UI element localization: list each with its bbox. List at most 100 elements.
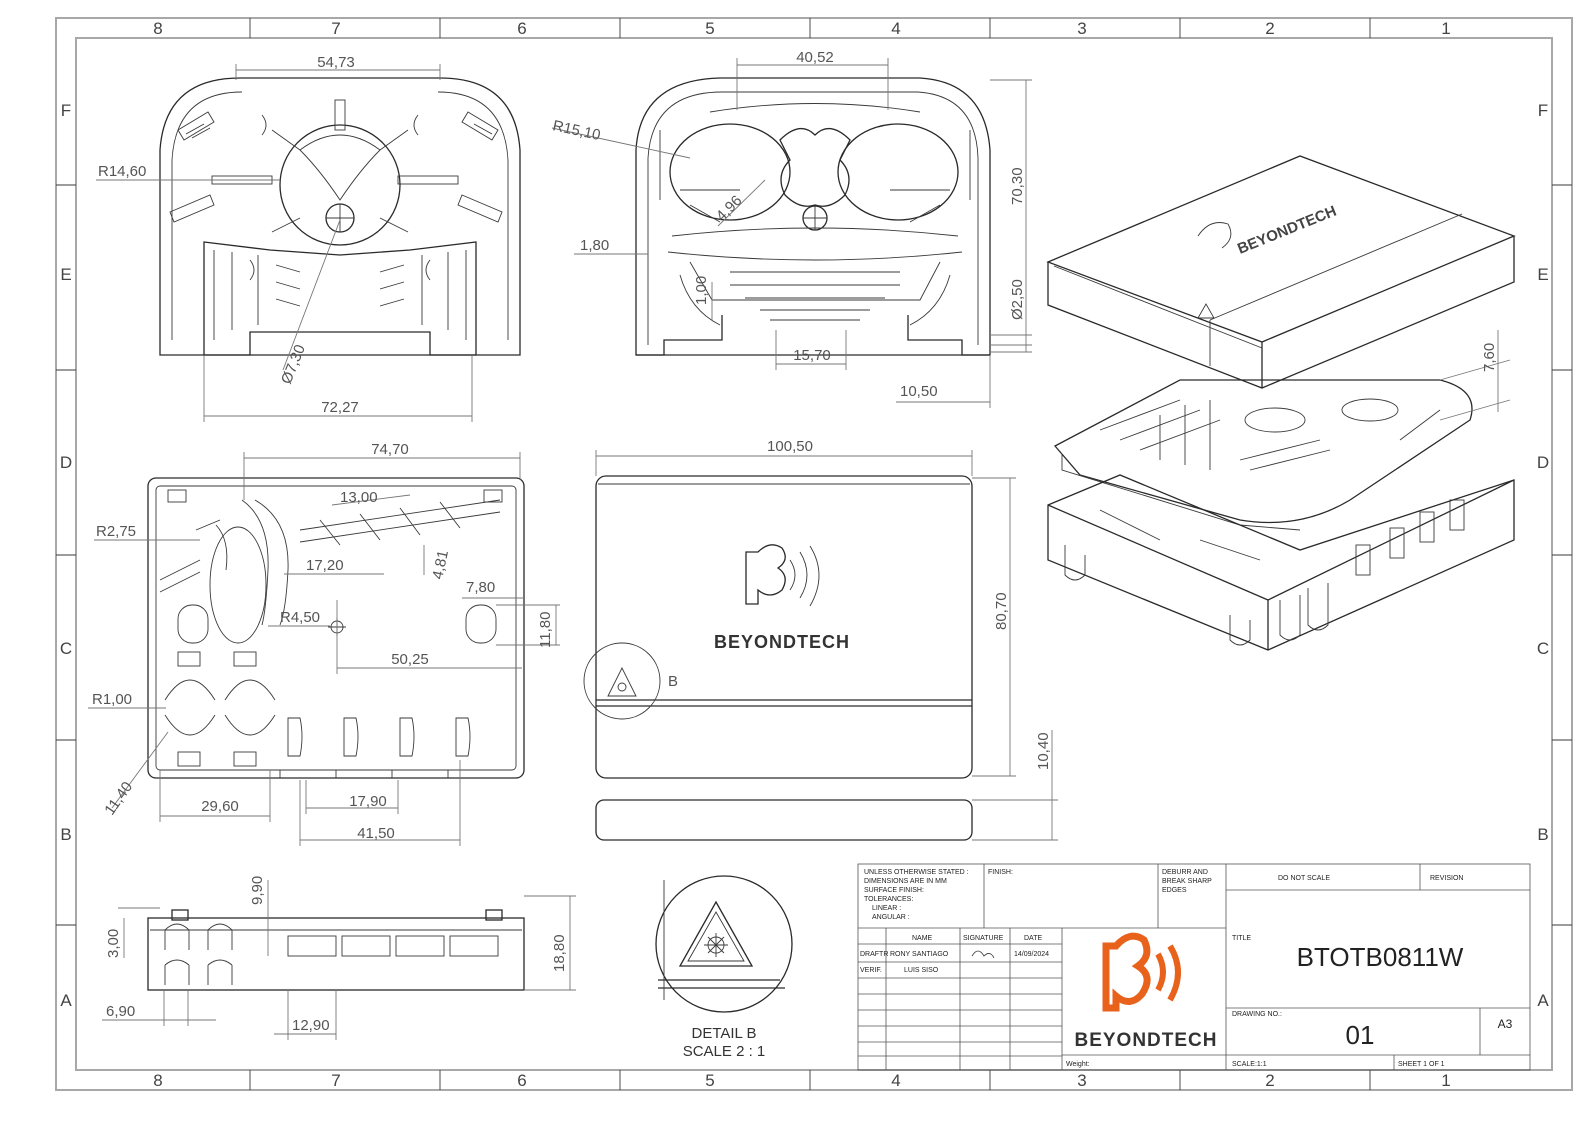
tb-deburr-2: BREAK SHARP (1162, 878, 1212, 885)
dim-bottom-center: 50,25 (391, 651, 429, 668)
dim-bottom-rib: 4,81 (429, 549, 452, 581)
dim-front-width-upper: 40,52 (796, 49, 834, 66)
tb-note-5: LINEAR : (872, 905, 901, 912)
tb-verif-label: VERIF. (860, 967, 882, 974)
tb-drawing-no-label: DRAWING NO.: (1232, 1011, 1282, 1018)
dim-cover-width: 100,50 (767, 438, 813, 455)
dim-bottom-width: 74,70 (371, 441, 409, 458)
tb-note-4: TOLERANCES: (864, 896, 913, 903)
beyondtech-logo: BEYONDTECH (1074, 932, 1217, 1051)
dim-bottom-radius-b: R4,50 (280, 609, 320, 626)
iso-brand-label: BEYONDTECH (1235, 203, 1339, 258)
dim-front-hole: Ø2,50 (1009, 279, 1026, 320)
zone-row-B-right: B (1537, 825, 1548, 844)
zone-row-D: D (60, 453, 72, 472)
zone-row-F: F (61, 101, 71, 120)
tb-note-2: DIMENSIONS ARE IN MM (864, 878, 947, 885)
zone-row-A: A (60, 991, 72, 1010)
detail-label-b: B (668, 673, 678, 690)
dim-top-radius: R14,60 (98, 163, 146, 180)
tb-note-1: UNLESS OTHERWISE STATED : (864, 869, 969, 876)
zone-col-8: 8 (153, 19, 162, 38)
dim-cover-height: 80,70 (993, 592, 1010, 630)
zone-col-4: 4 (891, 19, 900, 38)
zone-col-2-bottom: 2 (1265, 1071, 1274, 1090)
zone-col-6-bottom: 6 (517, 1071, 526, 1090)
zone-col-5-bottom: 5 (705, 1071, 714, 1090)
tb-sheet: SHEET 1 OF 1 (1398, 1061, 1445, 1068)
tb-drafter-label: DRAFTR (860, 951, 888, 958)
inner-frame (75, 37, 1553, 1071)
zone-col-7-bottom: 7 (331, 1071, 340, 1090)
dim-bottom-port-span: 41,50 (357, 825, 395, 842)
tb-date: 14/09/2024 (1014, 951, 1049, 958)
zone-col-3-bottom: 3 (1077, 1071, 1086, 1090)
tb-deburr-3: EDGES (1162, 887, 1187, 894)
tb-do-not-scale: DO NOT SCALE (1278, 875, 1330, 882)
dim-front-rib: 1,00 (693, 276, 710, 305)
detail-b-view: DETAIL B SCALE 2 : 1 (655, 875, 793, 1060)
zone-col-7: 7 (331, 19, 340, 38)
dim-bottom-radius-c: R1,00 (92, 691, 132, 708)
zone-row-A-right: A (1537, 991, 1549, 1010)
title-block: UNLESS OTHERWISE STATED : DIMENSIONS ARE… (857, 863, 1531, 1071)
tb-title-label: TITLE (1232, 935, 1251, 942)
tb-signature (971, 950, 995, 959)
dim-bottom-slot: 7,80 (466, 579, 495, 596)
dim-front-slot: 15,70 (793, 347, 831, 364)
tb-verif-name: LUIS SISO (904, 967, 939, 974)
zone-row-E-right: E (1537, 265, 1548, 284)
tb-brand-label: BEYONDTECH (1074, 1030, 1217, 1051)
bottom-view: 74,70 R2,75 13,00 4,81 17,20 7,80 11,80 … (88, 441, 560, 846)
dim-bottom-radius-a: R2,75 (96, 523, 136, 540)
zone-row-C-right: C (1537, 639, 1549, 658)
top-view: 54,73 R14,60 Ø7,30 72,27 (96, 54, 521, 422)
tb-finish: FINISH: (988, 869, 1013, 876)
front-view: 40,52 R15,10 4,96 1,80 1,00 15,70 70,30 … (551, 49, 1032, 408)
dim-bottom-spacing: 17,20 (306, 557, 344, 574)
zone-col-2: 2 (1265, 19, 1274, 38)
dim-top-width-lower: 72,27 (321, 399, 359, 416)
dim-side-offset: 6,90 (106, 1003, 135, 1020)
dim-top-width-upper: 54,73 (317, 54, 355, 71)
zone-col-6: 6 (517, 19, 526, 38)
zone-col-3: 3 (1077, 19, 1086, 38)
tb-col-signature: SIGNATURE (963, 935, 1004, 942)
tb-col-name: NAME (912, 935, 933, 942)
zone-col-8-bottom: 8 (153, 1071, 162, 1090)
tb-scale: SCALE:1:1 (1232, 1061, 1267, 1068)
dim-bottom-clip: 29,60 (201, 798, 239, 815)
dim-cover-lip: 10,40 (1035, 732, 1052, 770)
detail-scale: SCALE 2 : 1 (683, 1043, 766, 1060)
cover-view: BEYONDTECH B 100,50 80,70 10,40 (583, 438, 1058, 841)
zone-row-C: C (60, 639, 72, 658)
dim-front-radius: R15,10 (551, 117, 602, 144)
dim-iso-gap: 7,60 (1481, 343, 1498, 372)
zone-row-F-right: F (1538, 101, 1548, 120)
dim-top-diameter: Ø7,30 (278, 342, 309, 386)
iso-view: BEYONDTECH 7,60 (1046, 155, 1516, 651)
dim-bottom-pitch: 13,00 (340, 489, 378, 506)
tb-note-3: SURFACE FINISH: (864, 887, 924, 894)
tb-drawing-no: 01 (1346, 1020, 1375, 1050)
zone-row-E: E (60, 265, 71, 284)
tb-title: BTOTB0811W (1297, 942, 1464, 972)
dim-side-total: 18,80 (551, 934, 568, 972)
zone-row-B: B (60, 825, 71, 844)
dim-front-wall: 1,80 (580, 237, 609, 254)
side-view: 9,90 3,00 18,80 6,90 12,90 (102, 876, 576, 1040)
dim-side-port: 12,90 (292, 1017, 330, 1034)
tb-deburr-1: DEBURR AND (1162, 869, 1208, 876)
tb-note-6: ANGULAR : (872, 914, 910, 921)
tb-sheet-size: A3 (1498, 1017, 1513, 1031)
dim-front-height: 70,30 (1009, 167, 1026, 205)
zone-row-D-right: D (1537, 453, 1549, 472)
zone-col-4-bottom: 4 (891, 1071, 900, 1090)
tb-revision: REVISION (1430, 875, 1463, 882)
zone-col-1: 1 (1441, 19, 1450, 38)
tb-col-date: DATE (1024, 935, 1042, 942)
dim-bottom-slot-h: 11,80 (537, 612, 554, 648)
zone-col-1-bottom: 1 (1441, 1071, 1450, 1090)
dim-front-offset: 10,50 (900, 383, 938, 400)
